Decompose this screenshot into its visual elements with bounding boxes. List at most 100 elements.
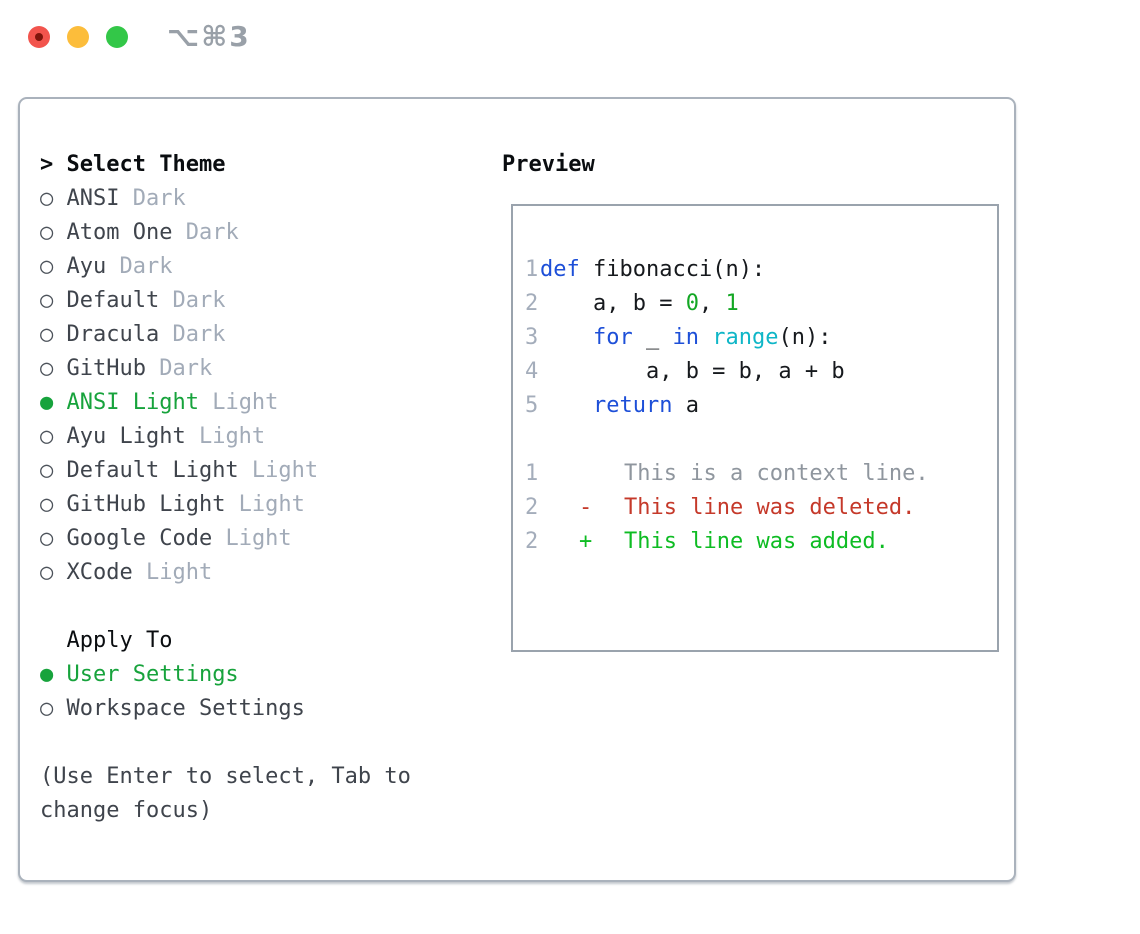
theme-option[interactable]: ○ Atom One Dark bbox=[40, 216, 318, 250]
code-line: 5 return a bbox=[525, 389, 997, 423]
theme-option[interactable]: ○ Default Light Light bbox=[40, 454, 318, 488]
blank-line bbox=[525, 423, 997, 457]
prompt-icon: > bbox=[40, 152, 54, 177]
diff-marker-icon: - bbox=[579, 495, 593, 520]
code-line: 1def fibonacci(n): bbox=[525, 253, 997, 287]
radio-icon: ○ bbox=[40, 696, 54, 721]
window-shortcut-label: ⌥⌘3 bbox=[167, 20, 251, 53]
radio-icon: ○ bbox=[40, 560, 54, 585]
theme-option[interactable]: ○ GitHub Dark bbox=[40, 352, 318, 386]
theme-option[interactable]: ○ Default Dark bbox=[40, 284, 318, 318]
theme-name: ANSI bbox=[53, 186, 120, 211]
theme-variant: Light bbox=[225, 492, 305, 517]
apply-option-label: Workspace Settings bbox=[53, 696, 305, 721]
code-token bbox=[540, 325, 593, 350]
diff-line-context: 1 This is a context line. bbox=[525, 457, 997, 491]
line-number: 2 bbox=[525, 495, 539, 520]
theme-variant: Dark bbox=[106, 254, 173, 279]
theme-variant: Dark bbox=[159, 322, 226, 347]
code-token: def bbox=[540, 257, 580, 282]
theme-variant: Dark bbox=[145, 356, 213, 381]
line-number: 2 bbox=[525, 529, 539, 554]
code-token: a, b = b, a + b bbox=[540, 359, 845, 384]
line-number: 1 bbox=[525, 257, 539, 282]
line-number: 3 bbox=[525, 325, 539, 350]
radio-icon: ○ bbox=[40, 254, 54, 279]
theme-name: Dracula bbox=[53, 322, 160, 347]
help-line-2: change focus) bbox=[40, 798, 213, 823]
radio-icon: ○ bbox=[40, 526, 54, 551]
apply-option[interactable]: ● User Settings bbox=[40, 658, 305, 692]
theme-option[interactable]: ○ ANSI Dark bbox=[40, 182, 318, 216]
radio-icon: ● bbox=[40, 390, 54, 415]
theme-variant: Light bbox=[238, 458, 319, 483]
apply-to-section: Apply To ● User Settings○ Workspace Sett… bbox=[40, 624, 305, 726]
theme-settings-window: > Select Theme ○ ANSI Dark○ Atom One Dar… bbox=[18, 97, 1016, 882]
theme-option[interactable]: ○ XCode Light bbox=[40, 556, 318, 590]
radio-icon: ○ bbox=[40, 356, 54, 381]
theme-option[interactable]: ○ Ayu Dark bbox=[40, 250, 318, 284]
code-token: a bbox=[672, 393, 699, 418]
code-line: 2 a, b = 0, 1 bbox=[525, 287, 997, 321]
code-token: 0 bbox=[685, 291, 699, 316]
code-token bbox=[540, 393, 593, 418]
theme-name: Ayu bbox=[53, 254, 107, 279]
code-token: _ bbox=[632, 325, 673, 350]
help-text: (Use Enter to select, Tab to change focu… bbox=[40, 760, 411, 828]
apply-to-title: Apply To bbox=[40, 628, 173, 653]
code-token: a, b = bbox=[540, 291, 686, 316]
theme-name: GitHub bbox=[53, 356, 146, 381]
theme-variant: Light bbox=[185, 424, 266, 449]
theme-option[interactable]: ○ Dracula Dark bbox=[40, 318, 318, 352]
theme-variant: Light bbox=[132, 560, 213, 585]
code-token: range bbox=[712, 325, 779, 350]
radio-icon: ○ bbox=[40, 424, 54, 449]
radio-icon: ● bbox=[40, 662, 54, 687]
theme-name: Default bbox=[53, 288, 160, 313]
theme-list: > Select Theme ○ ANSI Dark○ Atom One Dar… bbox=[40, 148, 318, 590]
minimize-button[interactable] bbox=[67, 26, 89, 48]
theme-option[interactable]: ○ Google Code Light bbox=[40, 522, 318, 556]
theme-variant: Dark bbox=[119, 186, 186, 211]
line-number: 1 bbox=[525, 461, 539, 486]
theme-name: Ayu Light bbox=[53, 424, 186, 449]
select-theme-title: > Select Theme bbox=[40, 148, 318, 182]
radio-icon: ○ bbox=[40, 288, 54, 313]
code-token: for bbox=[592, 325, 633, 350]
code-token: (n): bbox=[778, 325, 832, 350]
code-token: fibonacci(n): bbox=[579, 257, 766, 282]
select-theme-title-text: Select Theme bbox=[53, 152, 226, 177]
zoom-button[interactable] bbox=[106, 26, 128, 48]
line-number: 2 bbox=[525, 291, 539, 316]
radio-icon: ○ bbox=[40, 186, 54, 211]
code-token: return bbox=[592, 393, 673, 418]
diff-text: This line was deleted. bbox=[624, 495, 916, 520]
diff-text: This is a context line. bbox=[624, 461, 929, 486]
theme-variant: Dark bbox=[159, 288, 226, 313]
theme-option[interactable]: ○ Ayu Light Light bbox=[40, 420, 318, 454]
line-number: 4 bbox=[525, 359, 539, 384]
apply-option[interactable]: ○ Workspace Settings bbox=[40, 692, 305, 726]
radio-icon: ○ bbox=[40, 492, 54, 517]
theme-name: Default Light bbox=[53, 458, 239, 483]
theme-name: ANSI Light bbox=[53, 390, 199, 415]
help-line-1: (Use Enter to select, Tab to bbox=[40, 764, 411, 789]
radio-icon: ○ bbox=[40, 458, 54, 483]
code-token: in bbox=[672, 325, 699, 350]
theme-option[interactable]: ● ANSI Light Light bbox=[40, 386, 318, 420]
theme-name: Google Code bbox=[53, 526, 213, 551]
theme-variant: Dark bbox=[172, 220, 239, 245]
code-line: 4 a, b = b, a + b bbox=[525, 355, 997, 389]
diff-marker-icon: + bbox=[579, 529, 593, 554]
diff-line-added: 2 + This line was added. bbox=[525, 525, 997, 559]
code-line: 3 for _ in range(n): bbox=[525, 321, 997, 355]
apply-option-label: User Settings bbox=[53, 662, 239, 687]
theme-option[interactable]: ○ GitHub Light Light bbox=[40, 488, 318, 522]
code-token: 1 bbox=[725, 291, 739, 316]
close-button[interactable] bbox=[28, 26, 50, 48]
radio-icon: ○ bbox=[40, 220, 54, 245]
diff-text: This line was added. bbox=[624, 529, 889, 554]
titlebar: ⌥⌘3 bbox=[0, 0, 1140, 74]
